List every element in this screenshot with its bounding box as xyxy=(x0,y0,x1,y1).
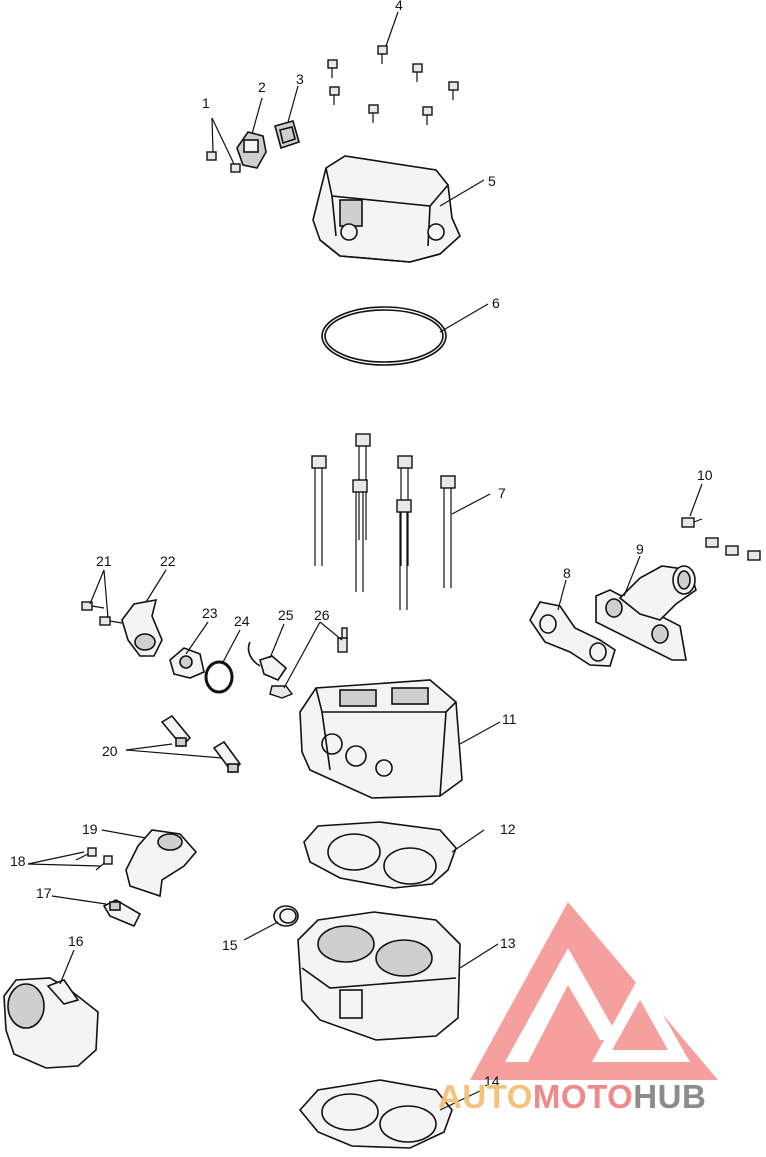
intake-manifold xyxy=(75,829,198,898)
callout-19: 19 xyxy=(82,821,98,837)
base-gasket xyxy=(298,1079,453,1149)
cover-gasket-ring xyxy=(321,306,447,366)
spark-plugs xyxy=(160,714,242,774)
callout-21: 21 xyxy=(96,553,112,569)
expansion-plug xyxy=(273,905,299,927)
breather-parts xyxy=(206,120,300,173)
head-gasket xyxy=(303,821,457,889)
callout-22: 22 xyxy=(160,553,176,569)
callout-17: 17 xyxy=(36,885,52,901)
watermark-hub: HUB xyxy=(633,1078,706,1115)
watermark-text: AUTOMOTOHUB xyxy=(438,1078,706,1115)
intake-sensor xyxy=(102,899,142,928)
watermark-moto: MOTO xyxy=(533,1078,633,1115)
cylinder-head-bolts xyxy=(311,433,456,610)
temperature-sensor xyxy=(247,641,288,681)
thermostat xyxy=(169,647,205,679)
watermark-auto: AUTO xyxy=(438,1078,533,1115)
thermostat-seal xyxy=(204,660,234,694)
callout-26: 26 xyxy=(314,607,330,623)
head-fittings xyxy=(269,627,348,699)
callout-20: 20 xyxy=(102,743,118,759)
callout-8: 8 xyxy=(563,565,571,581)
callout-16: 16 xyxy=(68,933,84,949)
callout-2: 2 xyxy=(258,79,266,95)
manifold-bolts xyxy=(681,517,761,561)
callout-5: 5 xyxy=(488,173,496,189)
exhaust-manifold xyxy=(595,565,697,661)
valve-cover-bolts xyxy=(327,45,459,125)
callout-3: 3 xyxy=(296,71,304,87)
cylinder-block xyxy=(297,911,461,1041)
throttle-body xyxy=(3,977,99,1069)
callout-14: 14 xyxy=(484,1073,500,1089)
leader-lines xyxy=(27,11,703,1111)
callout-10: 10 xyxy=(697,467,713,483)
svg-text:AUTOMOTOHUB: AUTOMOTOHUB xyxy=(438,1078,706,1115)
cylinder-head xyxy=(299,679,463,799)
valve-cover xyxy=(312,155,461,263)
callout-6: 6 xyxy=(492,295,500,311)
callout-1: 1 xyxy=(202,95,210,111)
callout-4: 4 xyxy=(395,0,403,13)
callout-15: 15 xyxy=(222,937,238,953)
callout-11: 11 xyxy=(502,711,517,727)
callout-13: 13 xyxy=(500,935,516,951)
exhaust-gasket xyxy=(529,601,616,667)
callout-labels: 1 2 3 4 5 6 7 8 9 10 11 12 13 14 15 16 1… xyxy=(10,0,713,1089)
callout-9: 9 xyxy=(636,541,644,557)
callout-12: 12 xyxy=(500,821,516,837)
callout-18: 18 xyxy=(10,853,26,869)
callout-23: 23 xyxy=(202,605,218,621)
thermostat-housing-parts xyxy=(81,598,163,657)
callout-25: 25 xyxy=(278,607,294,623)
callout-24: 24 xyxy=(234,613,250,629)
callout-7: 7 xyxy=(498,485,506,501)
watermark-logo xyxy=(470,902,718,1080)
